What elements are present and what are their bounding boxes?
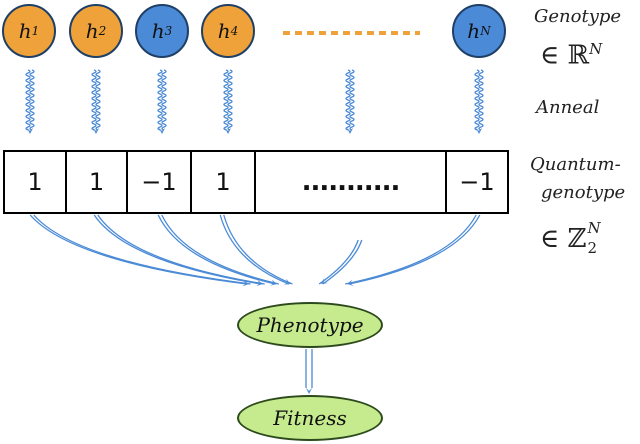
connector-2b [161,214,279,285]
genotype-label: Genotype [534,6,622,27]
anneal-wave-2a [157,69,163,131]
anneal-arrowhead-4 [346,127,354,134]
connector-2a [157,214,276,285]
connector-3a [219,214,290,285]
spin-cell-ellipsis: ........... [254,150,447,214]
fitness-arrowhead [305,387,313,394]
connector-3b [223,214,293,285]
anneal-wave-0a [25,69,31,131]
connector-arrowhead-2 [270,279,277,286]
quantum-label-line2: genotype [541,182,626,203]
spin-cell-3: −1 [126,150,192,214]
connector-1a [93,214,262,285]
connector-arrowhead-3 [283,278,291,285]
anneal-wave-5a [474,69,480,131]
anneal-wave-4a [345,69,351,131]
anneal-wave-0b [29,69,35,131]
anneal-wave-2b [161,69,167,131]
fitness-ellipse: Fitness [237,395,383,441]
anneal-wave-3b [227,69,233,131]
anneal-wave-1a [91,69,97,131]
spin-cell-2: 1 [65,150,128,214]
anneal-wave-4b [349,69,355,131]
connector-arrowhead-4 [321,277,328,284]
anneal-arrowhead-1 [92,127,100,134]
anneal-arrowhead-0 [26,127,34,134]
spin-cell-N: −1 [445,150,509,214]
anneal-wave-1b [95,69,101,131]
connector-5b [348,214,481,285]
connector-arrowhead-5 [346,279,354,286]
anneal-wave-5b [478,69,484,131]
connector-5a [345,214,477,285]
genotype-space-label: ∈ ℝN [540,40,603,71]
spin-cell-1: 1 [3,150,67,214]
anneal-arrowhead-2 [158,127,166,134]
connector-4b [322,239,363,285]
connector-arrowhead-1 [256,279,263,287]
anneal-arrowhead-3 [224,127,232,134]
phenotype-ellipse: Phenotype [237,302,383,348]
connector-4a [318,239,359,285]
connector-1b [97,214,265,285]
anneal-arrowhead-5 [475,127,483,134]
connector-0b [33,214,251,285]
anneal-wave-3a [223,69,229,131]
anneal-label: Anneal [536,97,600,118]
quantum-label-line1: Quantum- [530,154,621,175]
spin-cell-4: 1 [190,150,256,214]
connector-arrowhead-0 [242,280,249,287]
